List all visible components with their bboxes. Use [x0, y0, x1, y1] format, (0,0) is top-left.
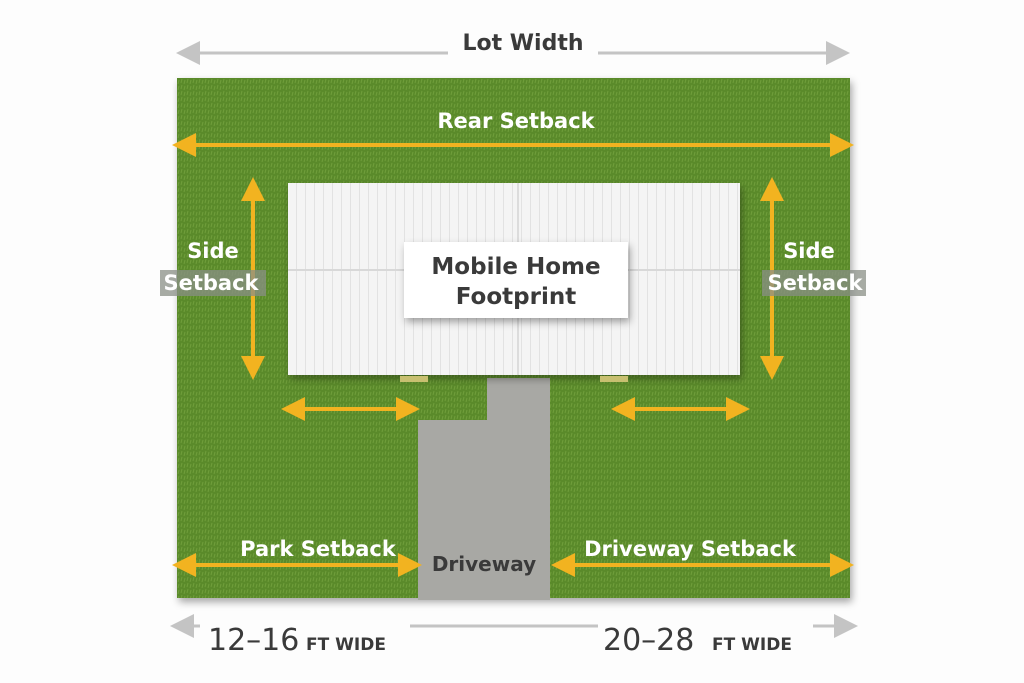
step-right — [600, 376, 628, 382]
right-width-range: 20–28 — [603, 623, 694, 658]
park-setback-label: Park Setback — [240, 537, 397, 561]
home-label-line2: Footprint — [456, 284, 576, 310]
right-width-unit: FT WIDE — [712, 635, 792, 655]
left-width-unit: FT WIDE — [306, 635, 386, 655]
driveway — [418, 378, 550, 600]
driveway-setback-label: Driveway Setback — [584, 537, 797, 561]
driveway-label: Driveway — [432, 552, 536, 576]
side-setback-right-label-2: Setback — [767, 271, 863, 295]
home-label-box — [404, 242, 628, 318]
step-left — [400, 376, 428, 382]
home-label-line1: Mobile Home — [431, 254, 600, 280]
rear-setback-label: Rear Setback — [437, 109, 595, 133]
side-setback-left-label-1: Side — [187, 239, 239, 263]
side-setback-right-label-1: Side — [783, 239, 835, 263]
side-setback-left-label-2: Setback — [163, 271, 259, 295]
left-width-range: 12–16 — [208, 623, 299, 658]
lot-width-title: Lot Width — [462, 31, 583, 56]
